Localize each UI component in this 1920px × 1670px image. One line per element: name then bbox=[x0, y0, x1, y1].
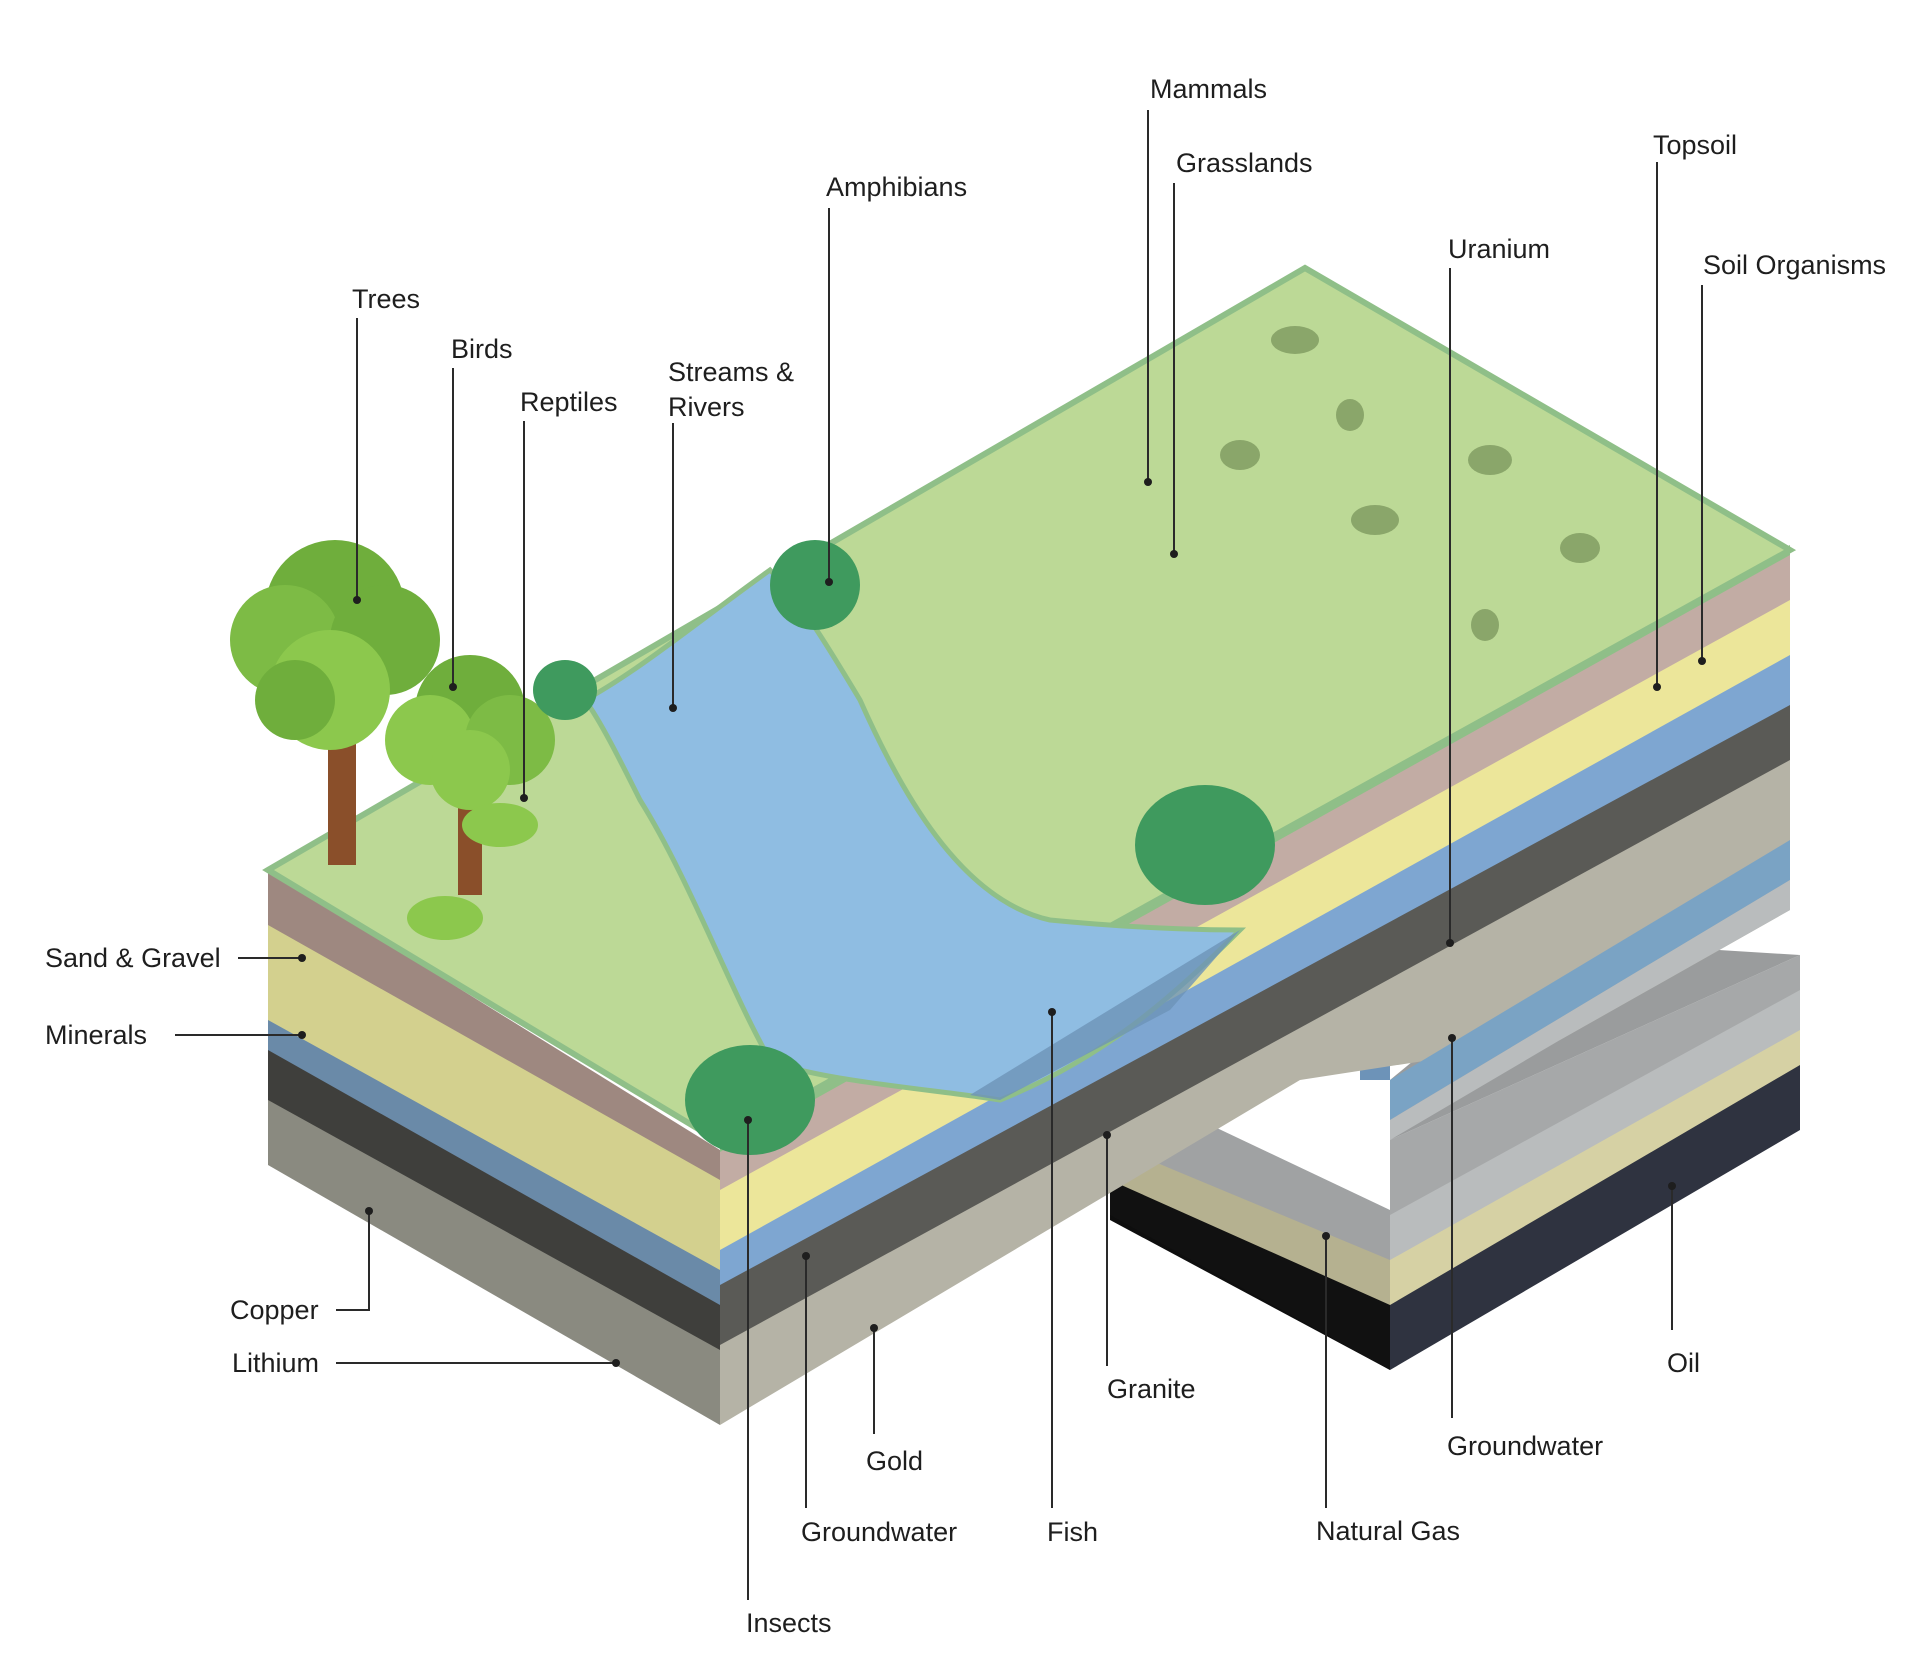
topsoil-left-layer bbox=[268, 870, 720, 1180]
dot-fish bbox=[1048, 1008, 1056, 1016]
tree-small bbox=[385, 655, 555, 895]
groundwater-layer bbox=[720, 650, 1790, 1285]
reeds-left bbox=[533, 540, 1275, 1155]
label-reptiles: Reptiles bbox=[520, 387, 618, 417]
lower-block-left-gas bbox=[1110, 1160, 1390, 1305]
dot-topsoil bbox=[1653, 683, 1661, 691]
minerals-layer bbox=[268, 1015, 720, 1305]
dot-birds bbox=[449, 683, 457, 691]
label-birds: Birds bbox=[451, 334, 513, 364]
tree-large bbox=[230, 540, 440, 865]
dot-gold bbox=[870, 1324, 878, 1332]
dot-streams bbox=[669, 704, 677, 712]
label-natural-gas: Natural Gas bbox=[1316, 1516, 1460, 1546]
leader-copper bbox=[336, 1213, 370, 1311]
main-block-left-face bbox=[268, 870, 720, 1425]
dot-grasslands bbox=[1170, 550, 1178, 558]
dot-insects bbox=[744, 1116, 752, 1124]
label-copper: Copper bbox=[230, 1295, 319, 1325]
label-amphibians: Amphibians bbox=[826, 172, 967, 202]
dot-reptiles bbox=[520, 794, 528, 802]
dot-minerals bbox=[298, 1031, 306, 1039]
dot-mammals bbox=[1144, 478, 1152, 486]
copper-lithium-layer bbox=[268, 1095, 720, 1425]
dot-lithium bbox=[612, 1359, 620, 1367]
granite-layer bbox=[720, 700, 1790, 1345]
dot-amphibians bbox=[825, 578, 833, 586]
label-groundwater-right: Groundwater bbox=[1447, 1431, 1603, 1461]
label-streams-line1: Streams & bbox=[668, 357, 794, 387]
dot-trees bbox=[353, 596, 361, 604]
label-sand-gravel: Sand & Gravel bbox=[45, 943, 221, 973]
dot-natural-gas bbox=[1322, 1232, 1330, 1240]
right-blue-band bbox=[1390, 840, 1790, 1120]
shrub bbox=[462, 803, 538, 847]
lower-block-left-grey bbox=[1150, 1120, 1390, 1260]
right-grey-band bbox=[1390, 880, 1790, 1140]
vegetation bbox=[230, 326, 1600, 1155]
label-streams-line2: Rivers bbox=[668, 392, 745, 422]
dot-granite bbox=[1103, 1131, 1111, 1139]
top-surface bbox=[262, 264, 1797, 1146]
label-topsoil: Topsoil bbox=[1653, 130, 1737, 160]
lower-block-top bbox=[1390, 940, 1800, 1140]
lower-grey-layer-2 bbox=[1390, 955, 1800, 1215]
shrub bbox=[407, 896, 483, 940]
dot-uranium bbox=[1446, 939, 1454, 947]
dot-soil-organisms bbox=[1698, 657, 1706, 665]
dot-copper bbox=[365, 1207, 373, 1215]
label-gold: Gold bbox=[866, 1446, 923, 1476]
lower-grey-layer-1 bbox=[1390, 985, 1800, 1260]
label-oil: Oil bbox=[1667, 1348, 1700, 1378]
grass-tufts bbox=[1220, 326, 1600, 641]
labels: Mammals Grasslands Topsoil Amphibians Ur… bbox=[45, 74, 1886, 1638]
label-groundwater-left: Groundwater bbox=[801, 1517, 957, 1547]
natural-gas-layer bbox=[1390, 1025, 1800, 1305]
grass-top bbox=[262, 264, 1797, 1146]
lower-block-left-face bbox=[1110, 1170, 1390, 1370]
dot-groundwater-right bbox=[1448, 1034, 1456, 1042]
dot-oil bbox=[1668, 1182, 1676, 1190]
dot-groundwater-left bbox=[802, 1252, 810, 1260]
label-granite: Granite bbox=[1107, 1374, 1196, 1404]
sand-gravel-layer bbox=[268, 920, 720, 1270]
label-fish: Fish bbox=[1047, 1517, 1098, 1547]
label-mammals: Mammals bbox=[1150, 74, 1267, 104]
label-insects: Insects bbox=[746, 1608, 832, 1638]
gold-layer bbox=[720, 755, 1790, 1425]
label-trees: Trees bbox=[352, 284, 420, 314]
dot-sand-gravel bbox=[298, 954, 306, 962]
leaders bbox=[175, 110, 1706, 1600]
dark-rock-layer bbox=[268, 1045, 720, 1350]
lower-right-block bbox=[1110, 940, 1800, 1370]
river-cut-face bbox=[970, 930, 1240, 1100]
oil-layer bbox=[1390, 1060, 1800, 1370]
label-uranium: Uranium bbox=[1448, 234, 1550, 264]
label-lithium: Lithium bbox=[232, 1348, 319, 1378]
label-minerals: Minerals bbox=[45, 1020, 147, 1050]
label-grasslands: Grasslands bbox=[1176, 148, 1313, 178]
label-soil-organisms: Soil Organisms bbox=[1703, 250, 1886, 280]
